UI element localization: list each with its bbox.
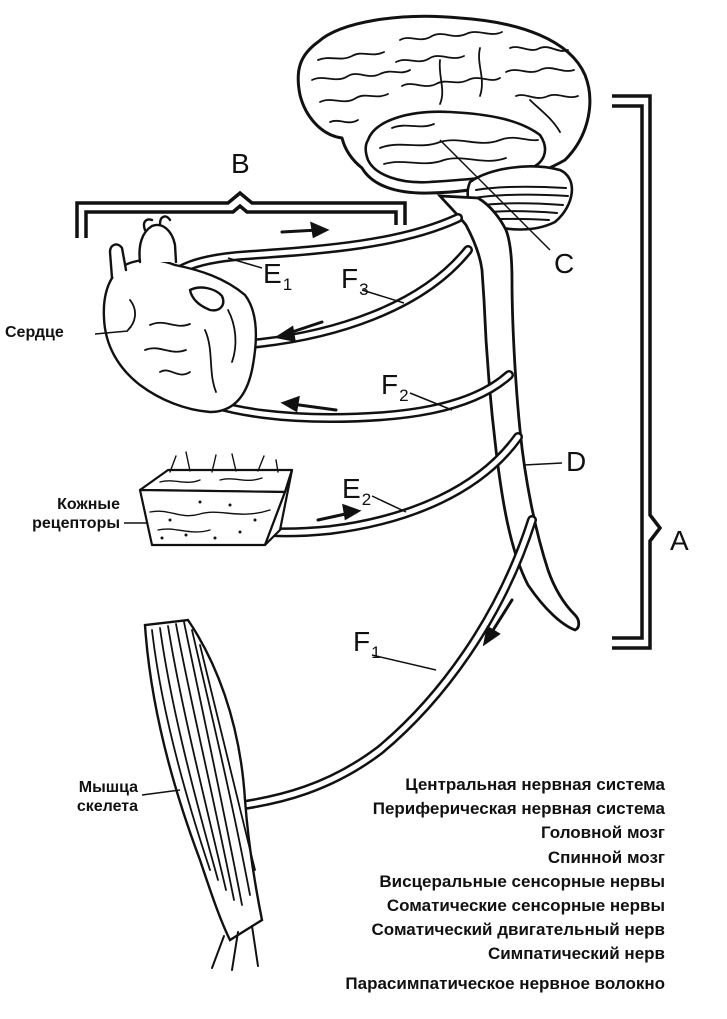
tendon xyxy=(211,925,259,971)
legend-item-a: Центральная нервная система xyxy=(405,775,665,794)
label-F1: F1 xyxy=(353,626,381,663)
arrow-F3 xyxy=(274,320,324,342)
label-muscle-line2: скелета xyxy=(76,798,138,815)
label-E1-letter: E xyxy=(263,258,282,289)
arrow-E2 xyxy=(316,503,362,522)
arrow-F1 xyxy=(482,598,514,647)
label-skin-line2: рецепторы xyxy=(32,515,120,532)
label-muscle-line1: Мышца xyxy=(78,779,138,796)
legend-list: Центральная нервная система Периферическ… xyxy=(345,773,665,996)
label-B: B xyxy=(231,148,250,179)
legend-item-f2: Симпатический нерв xyxy=(487,944,665,964)
skin-side xyxy=(263,468,294,547)
leader-lines xyxy=(94,139,563,796)
label-F3: F3 xyxy=(341,263,369,300)
muscle-outline xyxy=(143,618,264,942)
bracket-A xyxy=(612,94,663,650)
legend-item-c: Головной мозг xyxy=(540,823,665,843)
label-A: A xyxy=(670,525,689,556)
label-F3-subscript: 3 xyxy=(359,280,369,299)
nerve-F1 xyxy=(233,515,537,811)
label-E2-subscript: 2 xyxy=(361,490,372,509)
label-skin-line1: Кожные xyxy=(57,496,120,513)
legend-item-d: Спинной мозг xyxy=(547,847,665,867)
label-F2: F2 xyxy=(381,369,409,406)
label-F3-letter: F xyxy=(341,263,359,294)
label-skin-receptors: Кожные рецепторы xyxy=(12,495,120,533)
label-F1-letter: F xyxy=(353,626,371,657)
direction-arrows xyxy=(274,221,514,647)
pulmonary-artery xyxy=(108,243,128,280)
arrow-F2 xyxy=(280,395,338,413)
heart-body xyxy=(102,258,258,414)
label-E1-subscript: 1 xyxy=(282,275,293,294)
label-E1: E1 xyxy=(263,258,293,295)
brackets xyxy=(75,94,663,650)
label-F2-letter: F xyxy=(381,369,399,400)
label-E2-letter: E xyxy=(342,473,361,504)
label-D: D xyxy=(566,446,587,477)
legend-item-b: Периферическая нервная система xyxy=(372,799,665,819)
heart-illustration xyxy=(102,215,258,414)
spinal-cord xyxy=(436,194,581,632)
label-heart: Сердце xyxy=(5,324,64,341)
bracket-B xyxy=(75,190,407,238)
label-C: C xyxy=(554,248,575,279)
brain-illustration xyxy=(296,14,592,231)
spinal-cord-outline xyxy=(436,194,581,632)
legend-item-f3: Парасимпатическое нервное волокно xyxy=(345,973,665,993)
label-skeletal-muscle: Мышца скелета xyxy=(52,778,138,816)
legend-item-e2: Соматические сенсорные нервы xyxy=(386,895,665,915)
brain-gyri xyxy=(311,31,579,165)
skeletal-muscle-illustration xyxy=(143,618,264,971)
label-F1-subscript: 1 xyxy=(371,643,381,662)
skin-receptors-illustration xyxy=(138,451,294,547)
aorta xyxy=(138,223,178,264)
arrow-E1 xyxy=(280,221,330,239)
legend-item-f1: Соматический двигательный нерв xyxy=(371,920,665,940)
label-F2-subscript: 2 xyxy=(399,386,409,405)
legend-item-e1: Висцеральные сенсорные нервы xyxy=(379,871,665,891)
label-E2: E2 xyxy=(342,473,372,510)
